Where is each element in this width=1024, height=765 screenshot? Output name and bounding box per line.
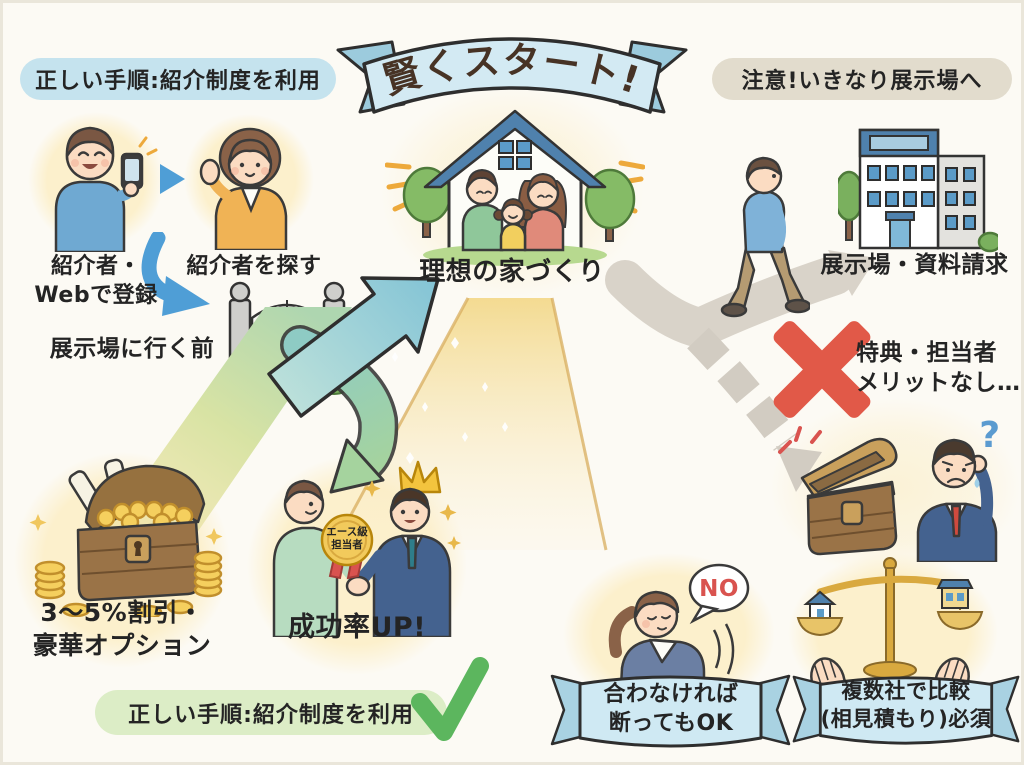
handshake-illustration bbox=[272, 460, 461, 637]
left-header-pill: 正しい手順:紹介制度を利用 bbox=[20, 58, 336, 100]
sparkle-icon bbox=[363, 480, 461, 550]
bottom-pill: 正しい手順:紹介制度を利用 bbox=[95, 690, 447, 735]
coin-stacks bbox=[34, 550, 223, 617]
no-bubble-text: NO bbox=[699, 576, 739, 602]
ace-medal bbox=[320, 513, 374, 580]
step1-label: 紹介者・ Webで登録 bbox=[34, 254, 158, 309]
door bbox=[889, 219, 911, 249]
gold-coins bbox=[96, 500, 194, 532]
exhibit-label: 展示場・資料請求 bbox=[820, 252, 1009, 278]
arrowhead-handshake bbox=[329, 438, 385, 494]
speech-bubble bbox=[688, 563, 750, 625]
step2-label: 紹介者を探す bbox=[186, 254, 322, 279]
side-building bbox=[936, 154, 986, 250]
sweat-drop bbox=[974, 478, 980, 488]
pan-houses bbox=[803, 579, 974, 619]
empty-chest-illustration bbox=[778, 426, 898, 556]
left-pan bbox=[796, 617, 844, 637]
crown-icon bbox=[398, 460, 442, 494]
roof bbox=[423, 109, 607, 189]
question-mark: ? bbox=[979, 415, 1001, 456]
success-label: 成功率UP! bbox=[287, 612, 427, 643]
arrowhead-down bbox=[776, 446, 822, 492]
arrowhead-exhibit bbox=[828, 250, 876, 296]
beam-sparkles bbox=[392, 337, 508, 464]
windows bbox=[867, 165, 976, 230]
check-icon bbox=[411, 657, 489, 741]
tie bbox=[950, 504, 962, 538]
dashed-path-down bbox=[687, 327, 799, 451]
ace-badge-label: エース級 担当者 bbox=[326, 526, 368, 552]
treasure-chest-illustration bbox=[29, 458, 223, 617]
gable-window bbox=[498, 140, 532, 170]
arrow-to-gate bbox=[141, 232, 210, 316]
walking-man-illustration bbox=[720, 156, 810, 318]
no-merit-label: 特典・担当者 メリットなし… bbox=[856, 340, 1021, 397]
compare-ribbon bbox=[792, 675, 1020, 745]
arrow-to-goal bbox=[267, 276, 440, 418]
refusal-ribbon bbox=[550, 674, 791, 748]
waving-woman-illustration bbox=[199, 127, 288, 250]
right-pan bbox=[936, 611, 984, 631]
compare-banner-label: 複数社で比較 (相見積もり)必須 bbox=[820, 679, 992, 731]
ponytail bbox=[608, 606, 638, 658]
title-ribbon: 賢くスタート! bbox=[336, 37, 688, 114]
sparkle-icon bbox=[29, 514, 223, 545]
motion-lines bbox=[712, 623, 735, 675]
worried-salesman-illustration bbox=[916, 438, 998, 562]
alert-marks bbox=[778, 426, 822, 454]
right-header-pill: 注意!いきなり展示場へ bbox=[712, 58, 1012, 100]
ideal-house-illustration bbox=[385, 109, 645, 266]
exhibit-buildings-illustration bbox=[838, 128, 998, 253]
refusal-banner-label: 合わなければ 断ってもOK bbox=[603, 682, 739, 737]
man-with-phone-illustration bbox=[54, 126, 158, 252]
family bbox=[461, 168, 567, 252]
step-arrow-icon bbox=[160, 164, 185, 194]
before-exhibit-label: 展示場に行く前 bbox=[49, 336, 215, 362]
goal-label: 理想の家づくり bbox=[419, 257, 605, 287]
discount-label: 3〜5%割引・ 豪華オプション bbox=[32, 598, 212, 660]
